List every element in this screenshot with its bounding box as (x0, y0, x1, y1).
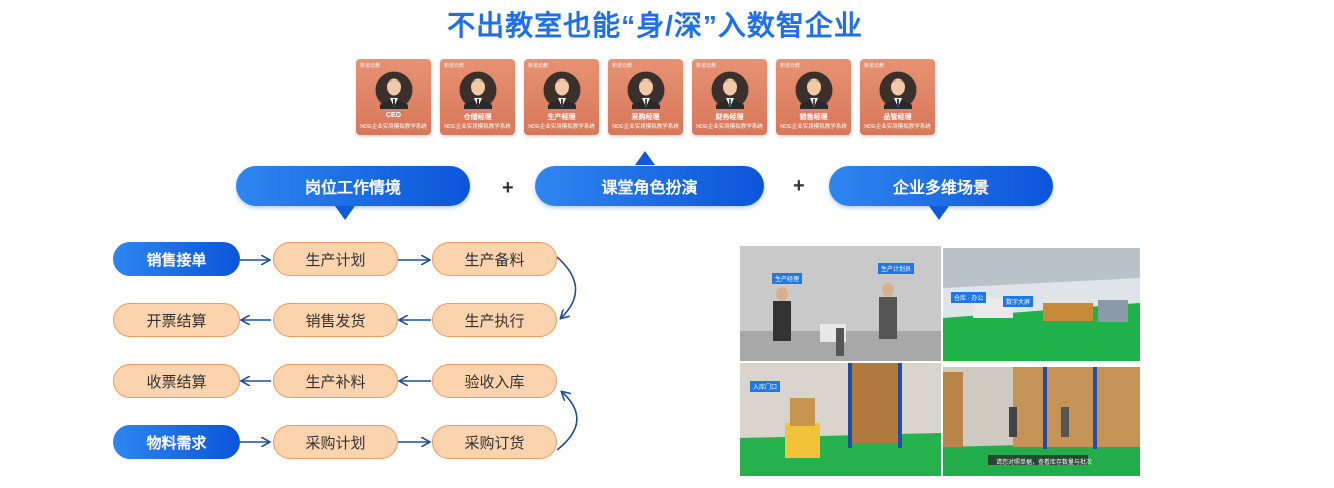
scene-tag: 生产经理 (772, 273, 803, 284)
scene-tag: 仓库 · 办公 (951, 292, 987, 303)
role-card[interactable]: 新道云教 生产经理 NDE企业实境模拟教学系统 (524, 59, 599, 135)
brand-logo-text: 新道云教 (360, 63, 381, 69)
flow-node-purchase-plan[interactable]: 采购计划 (273, 425, 398, 459)
scene-photo-warehouse: 请您对照单据，查看库存数量与批次 (943, 367, 1140, 476)
flow-node-production-prep[interactable]: 生产备料 (432, 242, 557, 276)
flow-node-material-supplement[interactable]: 生产补料 (273, 364, 398, 398)
flow-arrow (556, 256, 577, 318)
pointer-up-icon (635, 151, 655, 165)
avatar-icon (627, 71, 665, 109)
flow-arrow (556, 392, 578, 451)
pointer-down-icon (929, 206, 949, 220)
system-name: NDE企业实境模拟教学系统 (444, 124, 511, 130)
role-card[interactable]: 新道云教 财务经理 NDE企业实境模拟教学系统 (692, 59, 767, 135)
scene-photo-office: 生产经理 生产计划员 (740, 246, 941, 361)
system-name: NDE企业实境模拟教学系统 (864, 124, 931, 130)
role-card[interactable]: 新道云教 品管经理 NDE企业实境模拟教学系统 (860, 59, 935, 135)
avatar-icon (543, 71, 581, 109)
flow-node-purchase-order[interactable]: 采购订货 (432, 425, 557, 459)
brand-logo-text: 新道云教 (864, 63, 885, 69)
flow-node-sales-order[interactable]: 销售接单 (113, 242, 240, 276)
role-name: CEO (385, 112, 402, 119)
brand-logo-text: 新道云教 (780, 63, 801, 69)
scene-photo-dock: 入库门口 (740, 363, 941, 476)
role-name: 采购经理 (631, 114, 660, 121)
system-name: NDE企业实境模拟教学系统 (528, 124, 595, 130)
avatar-icon (375, 71, 413, 109)
flow-node-production-exec[interactable]: 生产执行 (432, 303, 557, 337)
plus-icon: + (793, 175, 805, 197)
pointer-down-icon (335, 206, 355, 220)
role-card[interactable]: 新道云教 销售经理 NDE企业实境模拟教学系统 (776, 59, 851, 135)
role-card[interactable]: 新道云教 采购经理 NDE企业实境模拟教学系统 (608, 59, 683, 135)
brand-logo-text: 新道云教 (528, 63, 549, 69)
system-name: NDE企业实境模拟教学系统 (780, 124, 847, 130)
pill-multi-scene[interactable]: 企业多维场景 (829, 166, 1053, 206)
role-name: 财务经理 (715, 114, 744, 121)
system-name: NDE企业实境模拟教学系统 (612, 124, 679, 130)
role-name: 仓储经理 (463, 114, 492, 121)
scene-tag: 入库门口 (750, 381, 781, 392)
role-card[interactable]: 新道云教 CEO NDE企业实境模拟教学系统 (356, 59, 431, 135)
flow-node-production-plan[interactable]: 生产计划 (273, 242, 398, 276)
system-name: NDE企业实境模拟教学系统 (360, 124, 427, 130)
flow-node-material-demand[interactable]: 物料需求 (113, 425, 240, 459)
scene-tag: 生产计划员 (878, 263, 915, 274)
role-card[interactable]: 新道云教 仓储经理 NDE企业实境模拟教学系统 (440, 59, 515, 135)
flow-node-receipt-settle[interactable]: 收票结算 (113, 364, 240, 398)
scene-tag: 请您对照单据，查看库存数量与批次 (996, 460, 1093, 466)
role-cards: 新道云教 CEO NDE企业实境模拟教学系统 新道云教 仓储经理 NDE企业实境… (356, 59, 936, 135)
system-name: NDE企业实境模拟教学系统 (696, 124, 763, 130)
role-name: 品管经理 (883, 114, 912, 121)
pill-job-context[interactable]: 岗位工作情境 (236, 166, 470, 206)
plus-icon: + (502, 177, 514, 199)
avatar-icon (795, 71, 833, 109)
avatar-icon (879, 71, 917, 109)
scene-photos: 生产经理 生产计划员 仓库 · 办公 数字大屏 入库门口 (740, 246, 1140, 476)
scene-tag: 数字大屏 (1003, 296, 1034, 307)
flow-node-sales-delivery[interactable]: 销售发货 (273, 303, 398, 337)
scene-photo-workshop: 仓库 · 办公 数字大屏 (943, 248, 1140, 361)
brand-logo-text: 新道云教 (612, 63, 633, 69)
flow-node-inspection-warehousing[interactable]: 验收入库 (432, 364, 557, 398)
page-title: 不出教室也能“身/深”入数智企业 (447, 10, 863, 41)
flow-node-invoice-settle[interactable]: 开票结算 (113, 303, 240, 337)
avatar-icon (711, 71, 749, 109)
role-name: 销售经理 (799, 114, 828, 121)
role-name: 生产经理 (547, 114, 576, 121)
brand-logo-text: 新道云教 (696, 63, 717, 69)
pill-role-play[interactable]: 课堂角色扮演 (535, 166, 764, 206)
brand-logo-text: 新道云教 (444, 63, 465, 69)
avatar-icon (459, 71, 497, 109)
